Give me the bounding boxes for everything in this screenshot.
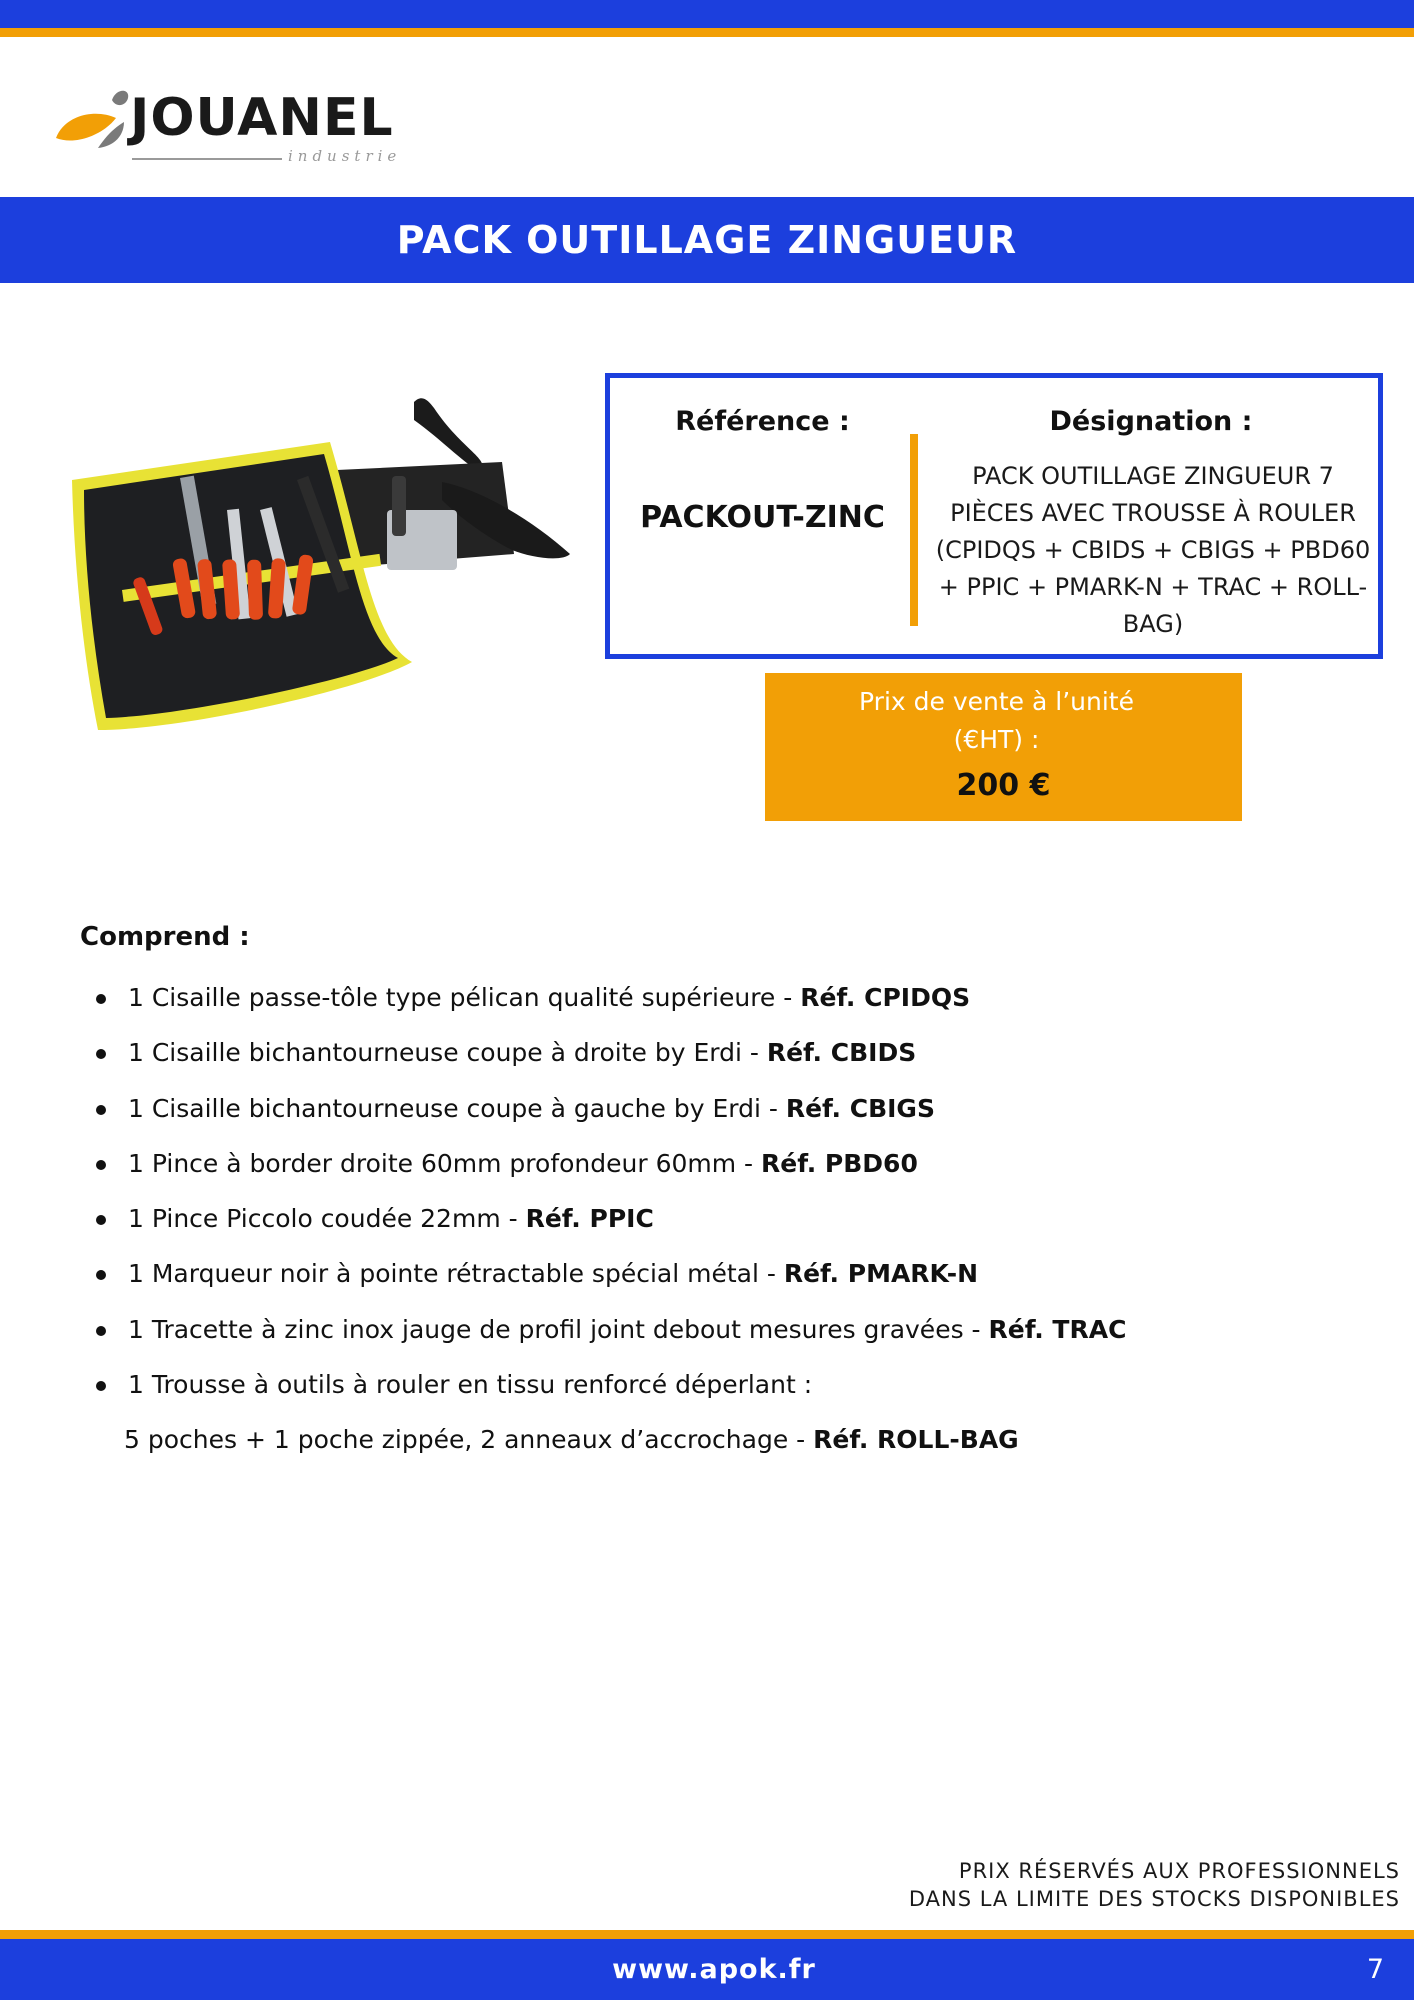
list-item: 1 Pince Piccolo coudée 22mm - Réf. PPIC <box>80 1191 1340 1246</box>
list-item: 1 Pince à border droite 60mm profondeur … <box>80 1136 1340 1191</box>
info-divider <box>910 434 918 626</box>
includes-list: 1 Cisaille passe-tôle type pélican quali… <box>80 970 1340 1467</box>
title-band: PACK OUTILLAGE ZINGUEUR <box>0 197 1414 283</box>
list-item: 1 Cisaille bichantourneuse coupe à droit… <box>80 1025 1340 1080</box>
item-ref: Réf. CPIDQS <box>800 983 971 1012</box>
tool-roll-bag-icon <box>72 398 570 730</box>
disclaimer-line: DANS LA LIMITE DES STOCKS DISPONIBLES <box>908 1887 1400 1911</box>
item-text: 1 Pince Piccolo coudée 22mm - <box>128 1204 526 1234</box>
bullet-icon <box>96 1215 106 1226</box>
footer-band <box>0 1939 1414 2000</box>
website-link[interactable]: www.apok.fr <box>612 1954 816 1985</box>
top-orange-stripe <box>0 28 1414 37</box>
logo-mark-icon <box>56 90 129 148</box>
bottom-orange-stripe <box>0 1930 1414 1939</box>
item-text: 1 Pince à border droite 60mm profondeur … <box>128 1148 762 1178</box>
price-label: Prix de vente à l’unité (€HT) : <box>859 687 1134 754</box>
logo-tagline: industrie <box>288 147 402 165</box>
reference-label: Référence : <box>675 406 850 437</box>
bullet-icon <box>96 1159 106 1170</box>
bullet-icon <box>96 1270 106 1281</box>
page-number: 7 <box>1366 1954 1384 1985</box>
reference-value: PACKOUT-ZINC <box>640 500 885 535</box>
item-ref: Réf. CBIDS <box>766 1038 917 1068</box>
item-text: 1 Tracette à zinc inox jauge de profil j… <box>128 1314 989 1344</box>
price-box: Prix de vente à l’unité (€HT) : 200 € <box>765 673 1242 821</box>
list-item-continuation: 5 poches + 1 poche zippée, 2 anneaux d’a… <box>80 1412 1340 1467</box>
item-text: 1 Cisaille bichantourneuse coupe à gauch… <box>128 1093 786 1123</box>
disclaimer-line: PRIX RÉSERVÉS AUX PROFESSIONNELS <box>958 1859 1400 1883</box>
bullet-icon <box>96 1325 106 1336</box>
item-text: 1 Trousse à outils à rouler en tissu ren… <box>128 1370 813 1400</box>
includes-heading: Comprend : <box>80 922 250 952</box>
price-value: 200 € <box>956 768 1051 803</box>
item-ref: Réf. CBIGS <box>785 1093 935 1123</box>
item-text: 1 Cisaille bichantourneuse coupe à droit… <box>128 1038 767 1068</box>
reference-info-box: Référence : PACKOUT-ZINC Désignation : P… <box>605 373 1383 659</box>
bullet-icon <box>96 1104 106 1115</box>
list-item: 1 Trousse à outils à rouler en tissu ren… <box>80 1357 1340 1412</box>
top-blue-band <box>0 0 1414 28</box>
list-item: 1 Tracette à zinc inox jauge de profil j… <box>80 1302 1340 1357</box>
designation-value: PACK OUTILLAGE ZINGUEUR 7 PIÈCES AVEC TR… <box>935 462 1371 638</box>
bullet-icon <box>96 1381 106 1392</box>
item-ref: Réf. TRAC <box>988 1314 1127 1344</box>
item-ref: Réf. PBD60 <box>761 1148 918 1178</box>
list-item: 1 Cisaille bichantourneuse coupe à gauch… <box>80 1081 1340 1136</box>
jouanel-logo: JOUANEL industrie <box>54 86 434 168</box>
list-item: 1 Marqueur noir à pointe rétractable spé… <box>80 1246 1340 1301</box>
bullet-icon <box>96 1049 106 1060</box>
item-text: 1 Marqueur noir à pointe rétractable spé… <box>128 1259 784 1289</box>
list-item: 1 Cisaille passe-tôle type pélican quali… <box>80 970 1340 1025</box>
designation-label: Désignation : <box>1049 406 1253 437</box>
disclaimer: PRIX RÉSERVÉS AUX PROFESSIONNELS DANS LA… <box>909 1857 1400 1913</box>
item-text: 5 poches + 1 poche zippée, 2 anneaux d’a… <box>124 1425 814 1455</box>
item-text: 1 Cisaille passe-tôle type pélican quali… <box>128 983 801 1012</box>
item-ref: Réf. PPIC <box>525 1204 654 1234</box>
logo-wordmark: JOUANEL <box>130 88 394 148</box>
bullet-icon <box>96 994 106 1004</box>
page-title: PACK OUTILLAGE ZINGUEUR <box>396 218 1018 262</box>
logo-underline <box>132 158 282 160</box>
item-ref: Réf. PMARK-N <box>783 1259 979 1289</box>
item-ref: Réf. ROLL-BAG <box>813 1425 1019 1455</box>
product-image <box>62 390 582 740</box>
